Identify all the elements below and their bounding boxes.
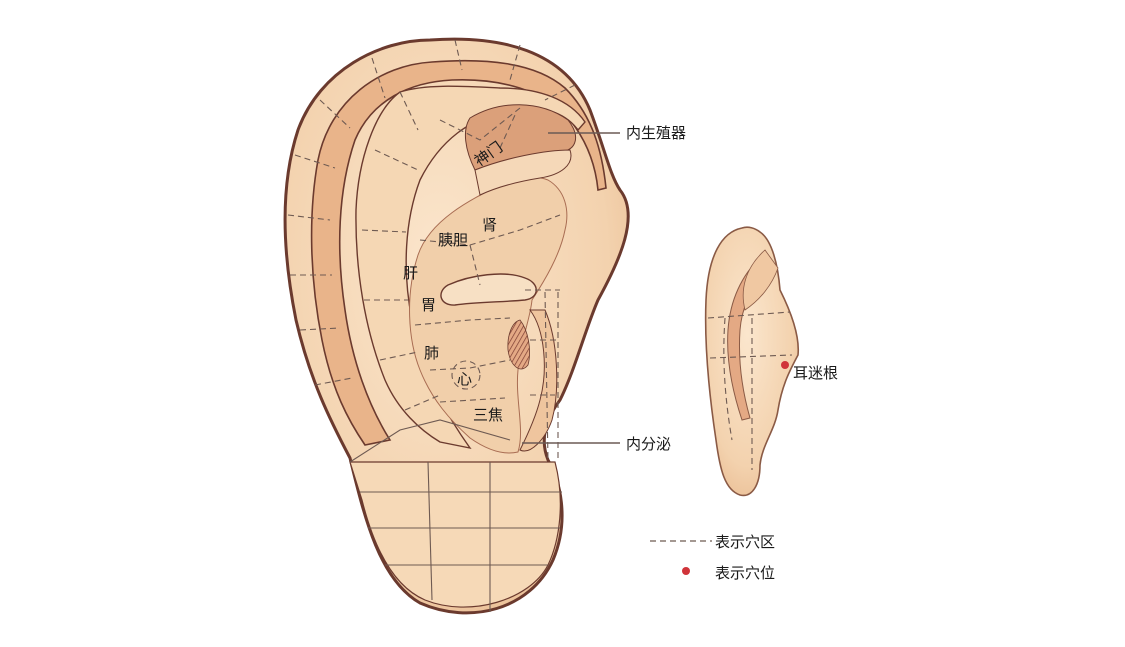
label-xin: 心 (457, 370, 472, 388)
label-ermigen: 耳迷根 (793, 364, 838, 382)
label-sanjiao: 三焦 (473, 406, 503, 424)
label-gan: 肝 (403, 264, 418, 282)
legend-point-swatch (682, 567, 690, 575)
label-fei: 肺 (424, 344, 439, 362)
helix-groove (310, 59, 607, 446)
label-neifenmi: 内分泌 (626, 435, 671, 453)
ermigen-point (781, 361, 789, 369)
side-ear-rim (742, 249, 779, 311)
zone-lines (287, 39, 576, 461)
earlobe (349, 461, 561, 608)
label-shen: 肾 (482, 216, 497, 234)
label-wei: 胃 (421, 296, 436, 314)
hatched-region (507, 319, 530, 370)
earlobe-grid (349, 419, 562, 612)
label-yidan: 胰胆 (438, 231, 468, 249)
main-ear: 神门 肾 胰胆 肝 胃 肺 心 三焦 内生殖器 内分泌 (283, 37, 686, 615)
antihelix (355, 85, 586, 450)
helix-crus (440, 273, 537, 306)
legend: 表示穴区 表示穴位 (650, 533, 775, 582)
concha (409, 176, 568, 454)
label-neishengzhiqi: 内生殖器 (626, 124, 686, 142)
side-ear: 耳迷根 (704, 226, 838, 497)
legend-point-label: 表示穴位 (715, 564, 775, 582)
antihelix-crus (474, 149, 572, 196)
legend-zone-label: 表示穴区 (715, 533, 775, 551)
